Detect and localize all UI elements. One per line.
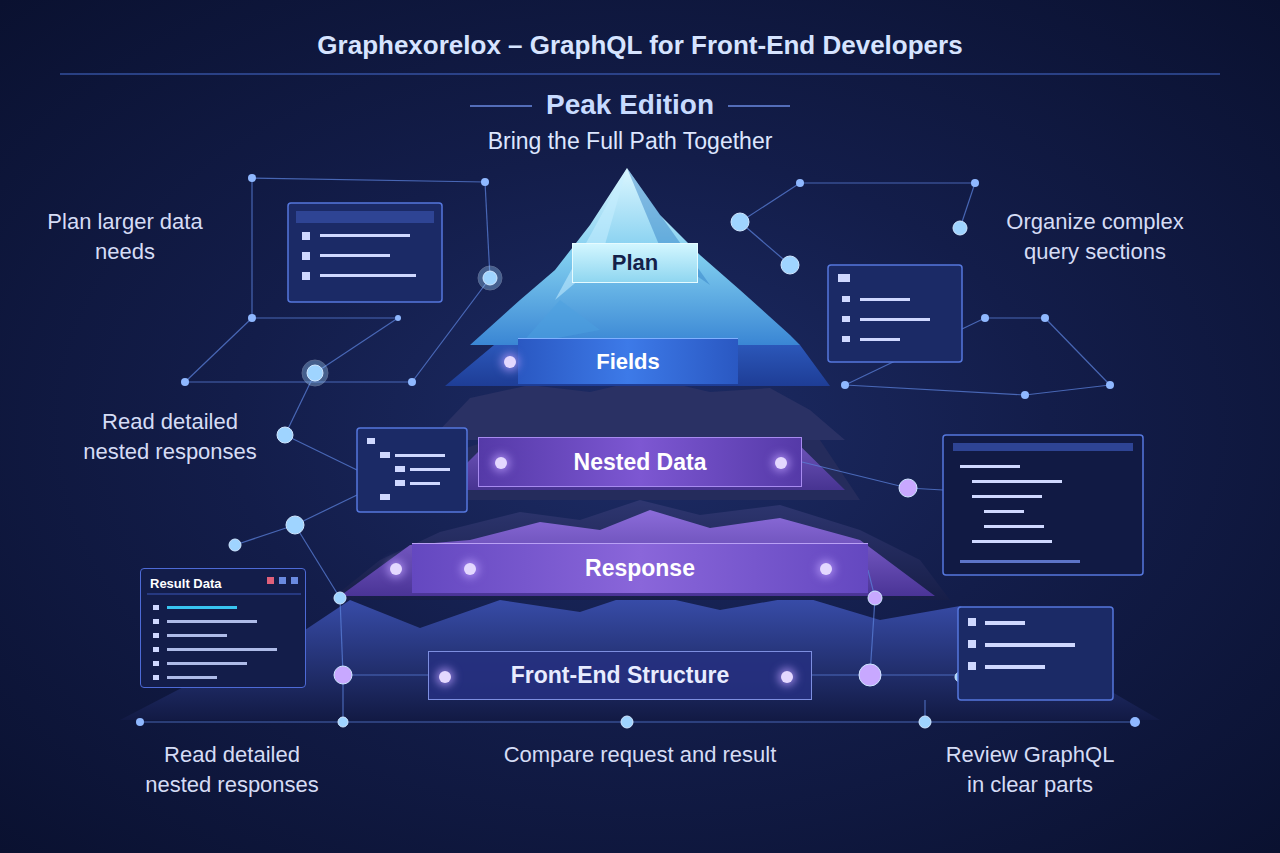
bottom-note: Review GraphQL in clear parts [943, 740, 1118, 799]
front-end-band: Front-End Structure [428, 651, 812, 700]
nested-data-band: Nested Data [478, 437, 802, 487]
plan-band: Plan [572, 243, 698, 283]
side-note: Read detailed nested responses [80, 407, 260, 466]
band-dot [504, 356, 516, 368]
band-dot [495, 457, 507, 469]
node-label: Result Data [150, 576, 222, 591]
band-dot [781, 671, 793, 683]
node-label: Nested Data [574, 449, 707, 476]
band-dot [464, 563, 476, 575]
node-label: Fields [596, 349, 660, 375]
side-note: Organize complex query sections [995, 207, 1195, 266]
edition-heading: Peak Edition [420, 86, 840, 124]
side-note: Plan larger data needs [45, 207, 205, 266]
band-dot [775, 457, 787, 469]
band-dot [820, 563, 832, 575]
node-label: Plan [612, 250, 658, 276]
fields-band: Fields [518, 338, 738, 384]
band-dot [390, 563, 402, 575]
response-band: Response [412, 543, 868, 593]
node-label: Front-End Structure [511, 662, 730, 689]
bottom-note: Compare request and result [470, 740, 810, 770]
subtitle: Bring the Full Path Together [380, 126, 880, 157]
diagram-title: Graphexorelox – GraphQL for Front-End De… [0, 30, 1280, 61]
result-panel: Result Data [140, 568, 306, 688]
band-dot [439, 671, 451, 683]
bottom-note: Read detailed nested responses [142, 740, 322, 799]
node-label: Response [585, 555, 695, 582]
